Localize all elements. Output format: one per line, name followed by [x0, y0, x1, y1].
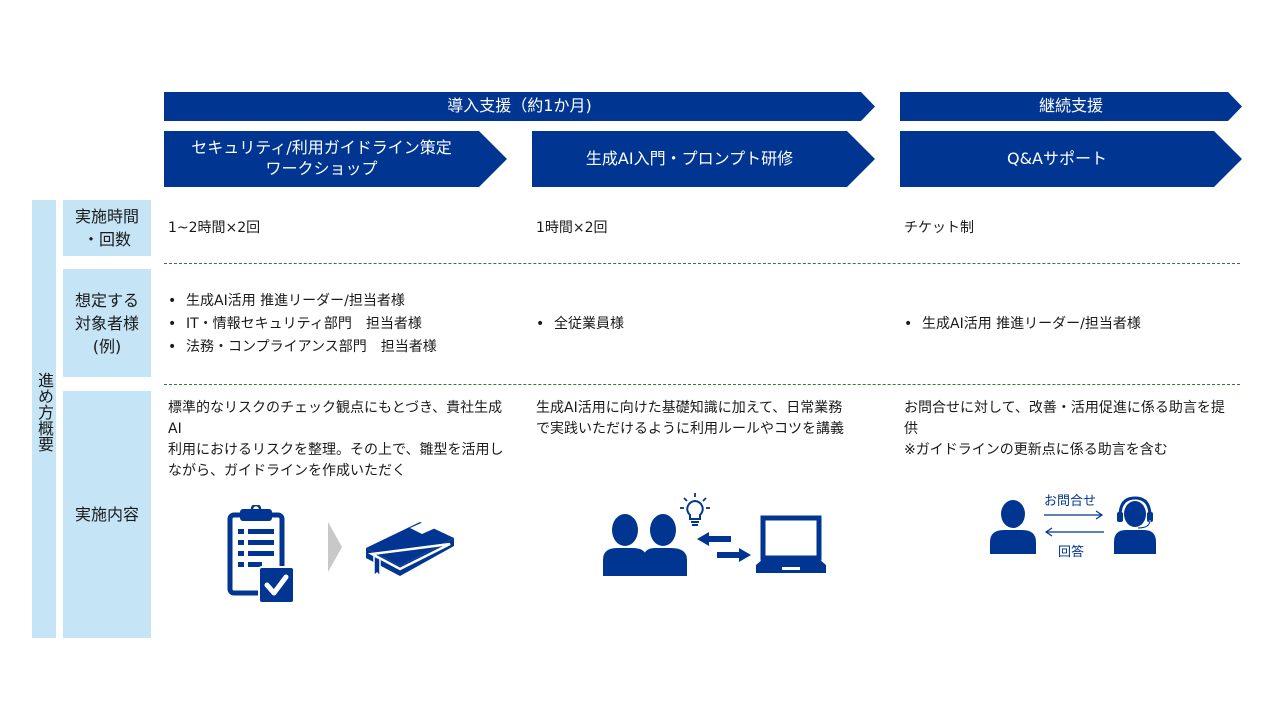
- step-3-line1: Q&Aサポート: [1006, 148, 1108, 168]
- step-1-line2: ワークショップ: [265, 159, 378, 178]
- audience-workshop: 生成AI活用 推進リーダー/担当者様 IT・情報セキュリティ部門 担当者様 法務…: [168, 290, 508, 359]
- chevron-right-icon: [328, 522, 342, 572]
- row-label-content: 実施内容: [63, 391, 151, 638]
- phase-continuous-support-label: 継続支援: [1038, 96, 1103, 116]
- answer-label: 回答: [1058, 545, 1085, 560]
- row-label-audience: 想定する 対象者様 (例): [63, 269, 151, 377]
- content-line: お問合せに対して、改善・活用促進に係る助言を提: [904, 400, 1225, 416]
- row-label-audience-line3: (例): [92, 336, 122, 356]
- arrow-right-icon: [1044, 510, 1104, 520]
- row-divider: [164, 263, 1240, 264]
- side-label-bar: 進め方概要: [32, 200, 56, 638]
- content-line: 標準的なリスクのチェック観点にもとづき、貴社生成AI: [168, 400, 503, 437]
- row-label-duration-line2: ・回数: [82, 230, 131, 249]
- content-training: 生成AI活用に向けた基礎知識に加えて、日常業務 で実践いただけるように利用ルール…: [536, 398, 876, 440]
- phase-continuous-support: 継続支援: [900, 92, 1242, 121]
- lightbulb-icon: [680, 493, 710, 526]
- laptop-icon: [756, 515, 826, 573]
- content-line: 供: [904, 421, 918, 437]
- step-guideline-workshop: セキュリティ/利用ガイドライン策定 ワークショップ: [164, 131, 507, 187]
- content-line: で実践いただけるように利用ルールやコツを講義: [536, 421, 844, 437]
- headset-operator-icon: [1114, 496, 1156, 554]
- phase-intro-support: 導入支援（約1か月): [164, 92, 875, 121]
- people-icon: [603, 514, 687, 576]
- row-label-duration-line1: 実施時間: [74, 207, 139, 226]
- side-label-text: 進め方概要: [35, 372, 54, 452]
- list-item: 生成AI活用 推進リーダー/担当者様: [168, 290, 508, 313]
- list-item: IT・情報セキュリティ部門 担当者様: [168, 313, 508, 336]
- content-line: 利用におけるリスクを整理。その上で、雛型を活用し: [168, 442, 504, 458]
- phase-intro-support-label: 導入支援（約1か月): [447, 96, 592, 116]
- row-label-audience-line2: 対象者様: [74, 313, 139, 333]
- duration-workshop: 1~2時間×2回: [168, 220, 261, 236]
- arrow-left-icon: [1044, 527, 1104, 537]
- content-line: ながら、ガイドラインを作成いただく: [168, 463, 406, 479]
- step-2-line1: 生成AI入門・プロンプト研修: [585, 148, 794, 168]
- row-label-content-line1: 実施内容: [74, 505, 139, 524]
- list-item: 法務・コンプライアンス部門 担当者様: [168, 336, 508, 359]
- step-qa-support: Q&Aサポート: [900, 131, 1242, 187]
- row-label-duration: 実施時間 ・回数: [63, 200, 151, 256]
- list-item: 全従業員様: [536, 313, 876, 336]
- row-divider: [164, 384, 1240, 385]
- audience-training: 全従業員様: [536, 313, 876, 336]
- list-item: 生成AI活用 推進リーダー/担当者様: [904, 313, 1239, 336]
- row-label-audience-line1: 想定する: [74, 290, 139, 310]
- book-icon: [366, 520, 454, 578]
- step-1-line1: セキュリティ/利用ガイドライン策定: [191, 138, 452, 158]
- audience-qa: 生成AI活用 推進リーダー/担当者様: [904, 313, 1239, 336]
- duration-training: 1時間×2回: [536, 220, 608, 236]
- inquiry-label: お問合せ: [1044, 494, 1097, 509]
- step-genai-training: 生成AI入門・プロンプト研修: [532, 131, 875, 187]
- duration-qa: チケット制: [904, 220, 974, 236]
- exchange-arrows-icon: [697, 532, 751, 562]
- content-line: 生成AI活用に向けた基礎知識に加えて、日常業務: [536, 400, 843, 416]
- user-icon: [990, 500, 1036, 554]
- clipboard-checklist-icon: [227, 505, 295, 604]
- content-line: ※ガイドラインの更新点に係る助言を含む: [904, 442, 1168, 458]
- content-workshop: 標準的なリスクのチェック観点にもとづき、貴社生成AI 利用におけるリスクを整理。…: [168, 398, 508, 482]
- content-qa: お問合せに対して、改善・活用促進に係る助言を提 供 ※ガイドラインの更新点に係る…: [904, 398, 1239, 461]
